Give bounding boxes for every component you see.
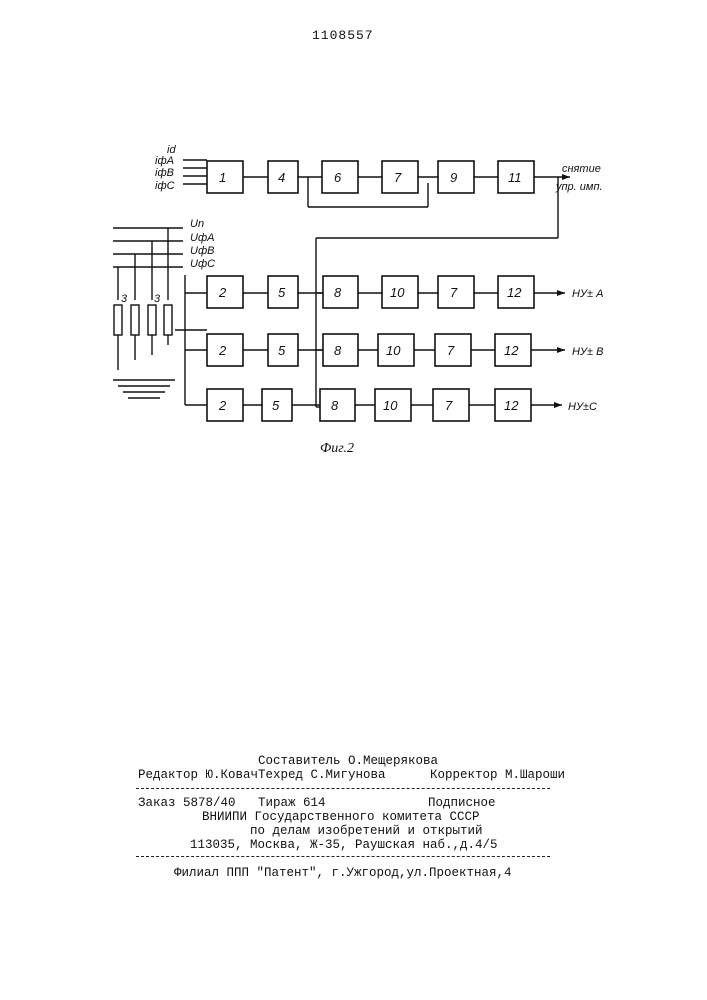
voltage-label-ua: UфА [190, 232, 214, 244]
figure-caption: Фиг.2 [320, 441, 354, 456]
org-line-2: по делам изобретений и открытий [250, 824, 483, 838]
svg-text:5: 5 [272, 398, 280, 413]
svg-text:5: 5 [278, 285, 286, 300]
org-line-1: ВНИИПИ Государственного комитета СССР [202, 810, 480, 824]
row1-block-10: 10 [382, 276, 418, 308]
row1-block-7: 7 [438, 276, 474, 308]
svg-text:10: 10 [390, 285, 405, 300]
row3-block-12: 12 [495, 389, 531, 421]
row3-block-7: 7 [433, 389, 469, 421]
top-output-label-1: снятие [562, 163, 601, 175]
svg-text:9: 9 [450, 170, 457, 185]
svg-text:10: 10 [383, 398, 398, 413]
voltage-dividers [114, 305, 172, 335]
svg-text:5: 5 [278, 343, 286, 358]
svg-text:10: 10 [386, 343, 401, 358]
row2-block-7: 7 [435, 334, 471, 366]
techred-line: Техред С.Мигунова [258, 768, 386, 782]
row2-block-5: 5 [268, 334, 298, 366]
row2-block-12: 12 [495, 334, 531, 366]
row2-block-8: 8 [323, 334, 358, 366]
svg-text:11: 11 [508, 170, 522, 185]
order-line: Заказ 5878/40 [138, 796, 236, 810]
current-label-ic: iфС [155, 180, 175, 192]
block-4: 4 [268, 161, 298, 193]
svg-text:8: 8 [334, 285, 342, 300]
svg-text:12: 12 [504, 343, 519, 358]
svg-text:12: 12 [507, 285, 522, 300]
divider-label-1: 3 [121, 293, 128, 305]
branch-line: Филиал ППП "Патент", г.Ужгород,ул.Проект… [174, 866, 512, 880]
block-1: 1 [207, 161, 243, 193]
voltage-label-un: Un [190, 218, 204, 230]
svg-text:7: 7 [445, 398, 453, 413]
block-9: 9 [438, 161, 474, 193]
circulation-line: Тираж 614 [258, 796, 326, 810]
row2-block-2: 2 [207, 334, 243, 366]
row1-block-5: 5 [268, 276, 298, 308]
svg-text:6: 6 [334, 170, 342, 185]
divider-line-1 [136, 788, 550, 789]
top-output-label-2: упр. имп. [555, 181, 603, 193]
svg-text:2: 2 [218, 343, 227, 358]
current-label-ia: iфА [155, 155, 174, 167]
row3-output-label: НУ±С [568, 401, 597, 413]
voltage-label-uc: UфС [190, 258, 215, 270]
row3-block-2: 2 [207, 389, 243, 421]
current-input-lines [183, 160, 207, 184]
block-7-top: 7 [382, 161, 418, 193]
current-label-ib: iфВ [155, 167, 174, 179]
corrector-line: Корректор М.Шароши [430, 768, 565, 782]
editor-line: Редактор Ю.Ковач [138, 768, 258, 782]
row1-block-8: 8 [323, 276, 358, 308]
block-11: 11 [498, 161, 534, 193]
svg-text:7: 7 [394, 170, 402, 185]
svg-text:8: 8 [334, 343, 342, 358]
svg-text:1: 1 [219, 170, 226, 185]
row3-block-10: 10 [375, 389, 411, 421]
divider-line-2 [136, 856, 550, 857]
voltage-label-ub: UфВ [190, 245, 214, 257]
subscription-line: Подписное [428, 796, 496, 810]
svg-text:12: 12 [504, 398, 519, 413]
row1-block-12: 12 [498, 276, 534, 308]
arrowheads [554, 174, 570, 408]
row1-output-label: НУ± A [572, 288, 603, 300]
svg-text:2: 2 [218, 285, 227, 300]
row2-block-10: 10 [378, 334, 414, 366]
svg-text:8: 8 [331, 398, 339, 413]
address-line: 113035, Москва, Ж-35, Раушская наб.,д.4/… [190, 838, 498, 852]
svg-text:7: 7 [450, 285, 458, 300]
row2-output-label: НУ± B [572, 346, 603, 358]
svg-text:4: 4 [278, 170, 285, 185]
row3-block-5: 5 [262, 389, 292, 421]
composer-line: Составитель О.Мещерякова [258, 754, 438, 768]
row3-block-8: 8 [320, 389, 355, 421]
block-6: 6 [322, 161, 358, 193]
svg-text:2: 2 [218, 398, 227, 413]
svg-text:7: 7 [447, 343, 455, 358]
divider-label-2: 3 [154, 293, 161, 305]
row1-block-2: 2 [207, 276, 243, 308]
